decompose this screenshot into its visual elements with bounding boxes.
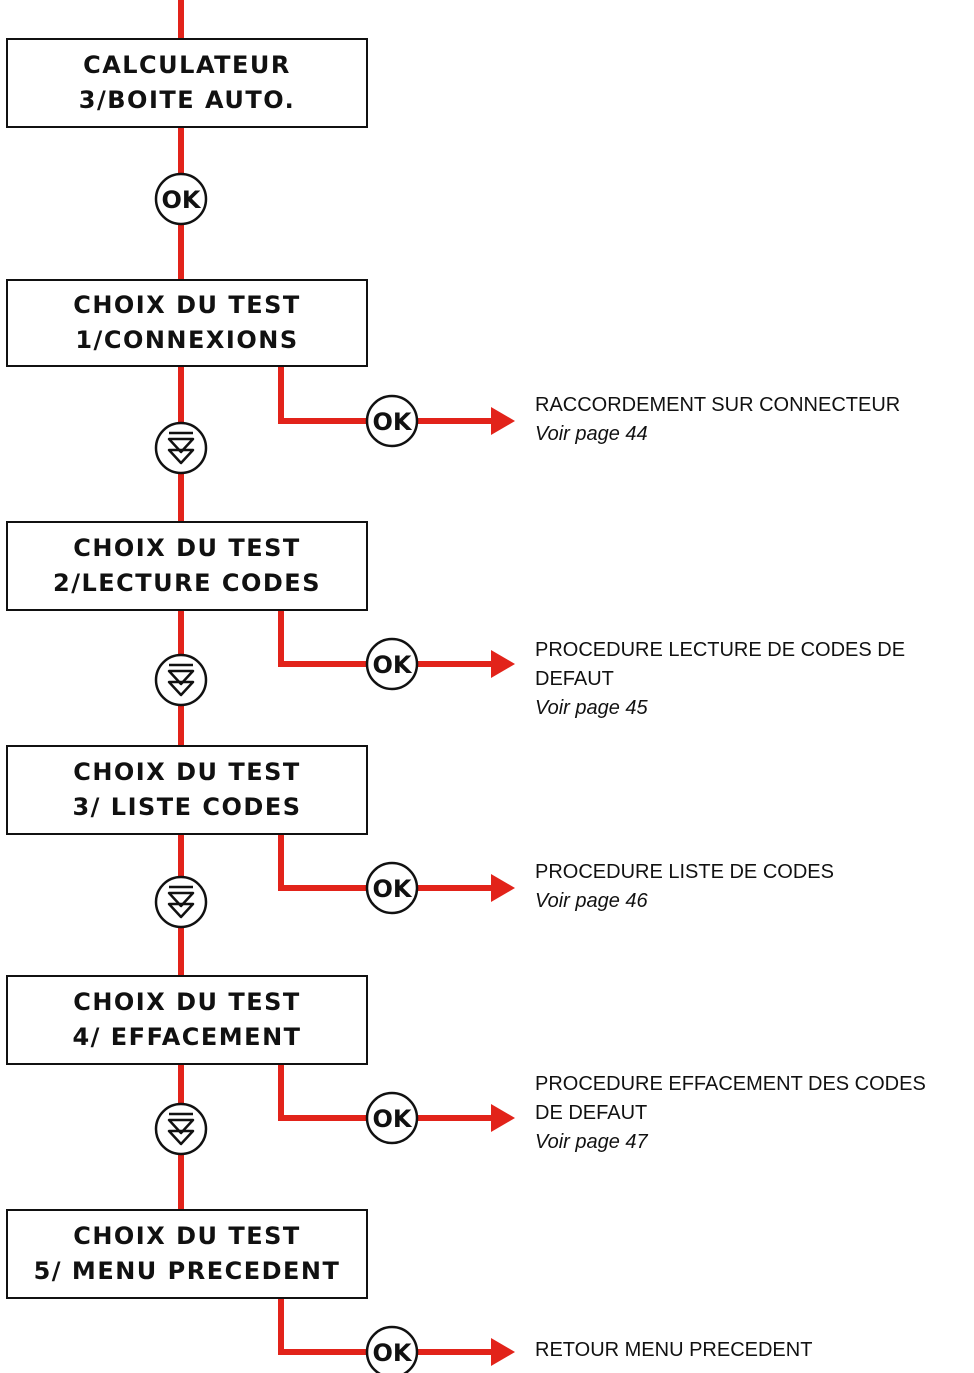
arrow-head-lower bbox=[167, 902, 195, 919]
ok-button-circle bbox=[365, 1325, 419, 1373]
arrow-head bbox=[491, 407, 515, 435]
screen-line1: CHOIX DU TEST bbox=[73, 1222, 301, 1250]
double-down-arrow-icon bbox=[154, 653, 208, 707]
ok-button-icon: OK bbox=[154, 172, 208, 226]
ok-button-label: OK bbox=[162, 186, 202, 214]
ok-button-circle bbox=[154, 172, 208, 226]
screen-test-connexions: CHOIX DU TEST 1/CONNEXIONS bbox=[6, 279, 368, 367]
ok-button-icon: OK bbox=[365, 861, 419, 915]
page-reference: Voir page 46 bbox=[535, 890, 648, 912]
scroll-button-circle bbox=[154, 653, 208, 707]
branch-description: PROCEDURE LISTE DE CODES bbox=[535, 861, 834, 883]
branch-description: RACCORDEMENT SUR CONNECTEUR bbox=[535, 394, 901, 416]
screen-line2: 4/ EFFACEMENT bbox=[72, 1023, 302, 1051]
screen-line1: CALCULATEUR bbox=[83, 51, 291, 79]
screen-calculateur: CALCULATEUR 3/BOITE AUTO. bbox=[6, 38, 368, 128]
page-reference: Voir page 44 bbox=[535, 423, 648, 445]
double-down-arrow-icon bbox=[154, 875, 208, 929]
scroll-button-circle bbox=[154, 875, 208, 929]
ok-button-circle bbox=[365, 637, 419, 691]
scroll-button-circle bbox=[154, 421, 208, 475]
page-reference: Voir page 45 bbox=[535, 697, 648, 719]
double-down-arrow-icon bbox=[154, 1102, 208, 1156]
page-reference: Voir page 47 bbox=[535, 1131, 648, 1153]
double-down-arrow-icon bbox=[154, 421, 208, 475]
screen-line1: CHOIX DU TEST bbox=[73, 758, 301, 786]
arrow-head bbox=[491, 874, 515, 902]
arrow-head bbox=[491, 650, 515, 678]
ok-button-icon: OK bbox=[365, 394, 419, 448]
branch-description: PROCEDURE LECTURE DE CODES DE DEFAUT bbox=[535, 639, 906, 690]
screen-line2: 3/ LISTE CODES bbox=[72, 793, 302, 821]
branch-note-effacement: PROCEDURE EFFACEMENT DES CODES DE DEFAUT… bbox=[535, 1070, 955, 1157]
screen-line2: 1/CONNEXIONS bbox=[75, 326, 299, 354]
screen-test-effacement: CHOIX DU TEST 4/ EFFACEMENT bbox=[6, 975, 368, 1065]
screen-line2: 3/BOITE AUTO. bbox=[78, 86, 296, 114]
arrow-head-upper bbox=[167, 437, 195, 454]
screen-test-liste-codes: CHOIX DU TEST 3/ LISTE CODES bbox=[6, 745, 368, 835]
ok-button-icon: OK bbox=[365, 1325, 419, 1373]
ok-button-icon: OK bbox=[365, 637, 419, 691]
ok-button-label: OK bbox=[373, 1339, 413, 1367]
branch-note-connexions: RACCORDEMENT SUR CONNECTEUR Voir page 44 bbox=[535, 391, 965, 449]
ok-button-circle bbox=[365, 394, 419, 448]
arrow-head-lower bbox=[167, 1129, 195, 1146]
branch-description: PROCEDURE EFFACEMENT DES CODES DE DEFAUT bbox=[535, 1073, 926, 1124]
screen-line2: 2/LECTURE CODES bbox=[53, 569, 321, 597]
ok-button-icon: OK bbox=[365, 1091, 419, 1145]
arrow-head-lower bbox=[167, 680, 195, 697]
branch-note-menu-precedent: RETOUR MENU PRECEDENT bbox=[535, 1336, 965, 1365]
screen-line1: CHOIX DU TEST bbox=[73, 291, 301, 319]
arrow-head bbox=[491, 1104, 515, 1132]
branch-description: RETOUR MENU PRECEDENT bbox=[535, 1339, 813, 1361]
screen-line1: CHOIX DU TEST bbox=[73, 534, 301, 562]
arrow-head-upper bbox=[167, 1118, 195, 1135]
screen-test-lecture-codes: CHOIX DU TEST 2/LECTURE CODES bbox=[6, 521, 368, 611]
ok-button-label: OK bbox=[373, 875, 413, 903]
arrow-head-upper bbox=[167, 891, 195, 908]
ok-button-label: OK bbox=[373, 1105, 413, 1133]
ok-button-label: OK bbox=[373, 408, 413, 436]
screen-test-menu-precedent: CHOIX DU TEST 5/ MENU PRECEDENT bbox=[6, 1209, 368, 1299]
branch-note-liste-codes: PROCEDURE LISTE DE CODES Voir page 46 bbox=[535, 858, 965, 916]
branch-note-lecture-codes: PROCEDURE LECTURE DE CODES DE DEFAUT Voi… bbox=[535, 636, 971, 723]
scroll-button-circle bbox=[154, 1102, 208, 1156]
arrow-head-lower bbox=[167, 448, 195, 465]
ok-button-label: OK bbox=[373, 651, 413, 679]
arrow-head bbox=[491, 1338, 515, 1366]
arrow-head-upper bbox=[167, 669, 195, 686]
ok-button-circle bbox=[365, 1091, 419, 1145]
screen-line2: 5/ MENU PRECEDENT bbox=[33, 1257, 341, 1285]
ok-button-circle bbox=[365, 861, 419, 915]
screen-line1: CHOIX DU TEST bbox=[73, 988, 301, 1016]
